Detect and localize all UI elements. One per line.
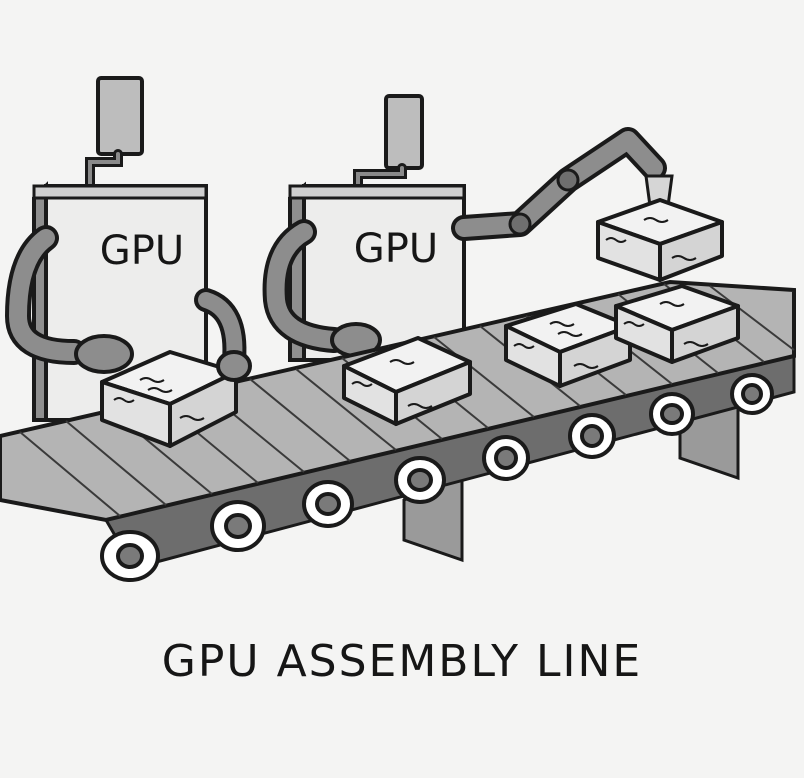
box-hanging — [596, 198, 724, 282]
box-4 — [614, 284, 740, 364]
box-2 — [342, 336, 472, 426]
box-1 — [100, 350, 238, 448]
boxes — [100, 198, 740, 448]
robot-middle-label: GPU — [354, 226, 438, 272]
robot-left: GPU — [4, 76, 247, 422]
caption-title: GPU ASSEMBLY LINE — [161, 636, 643, 687]
robot-middle: GPU — [262, 94, 674, 362]
robot-left-label: GPU — [100, 228, 184, 274]
box-3 — [504, 302, 632, 388]
